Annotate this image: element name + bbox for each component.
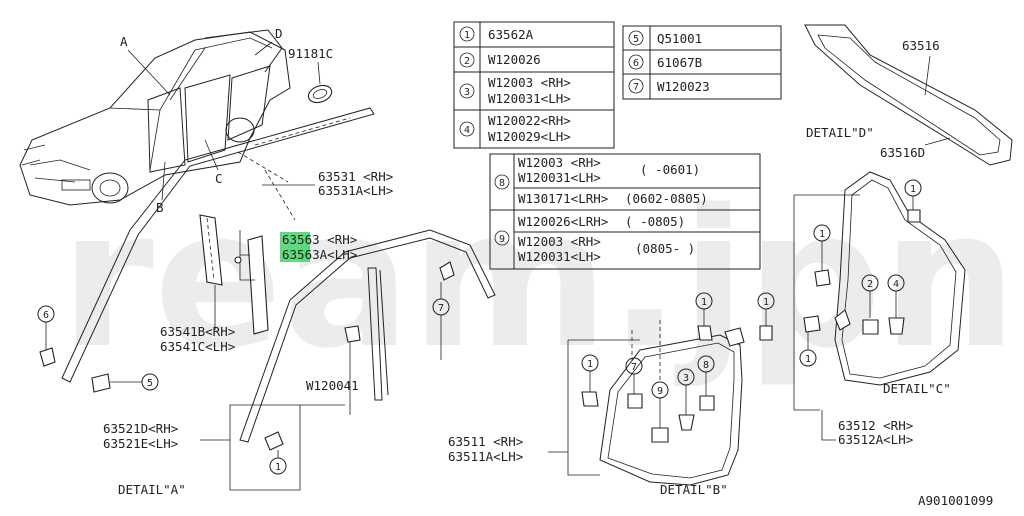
label-63511-rh: 63511 <RH> bbox=[448, 434, 523, 449]
label-63512-rh: 63512 <RH> bbox=[838, 418, 913, 433]
label-detail-a: DETAIL"A" bbox=[118, 482, 186, 497]
detail-d-weatherstrip: 63516 DETAIL"D" 63516D bbox=[804, 24, 1013, 166]
callout-8-b: 8 bbox=[703, 360, 709, 371]
car-label-c: C bbox=[215, 171, 223, 186]
callout-1-b3: 1 bbox=[763, 297, 769, 308]
table3-n8: 8 bbox=[499, 178, 505, 189]
table1-r1-l1: 63562A bbox=[488, 27, 534, 42]
label-63521d-rh: 63521D<RH> bbox=[103, 421, 178, 436]
table1-n3: 3 bbox=[464, 87, 470, 98]
callout-6: 6 bbox=[43, 310, 49, 321]
reference-table-2: 5 6 7 Q51001 61067B W120023 bbox=[622, 25, 782, 100]
callout-7-a: 7 bbox=[438, 303, 444, 314]
table2-r5: Q51001 bbox=[657, 31, 702, 46]
table3-r8-l3: W130171<LRH> bbox=[518, 191, 608, 206]
callout-5: 5 bbox=[147, 378, 153, 389]
pillar-trim-group: 63563 <RH> 63563A<LH> 63541B<RH> 63541C<… bbox=[160, 214, 357, 354]
table3-r9-range2: (0805- ) bbox=[635, 241, 695, 256]
label-w120041: W120041 bbox=[306, 378, 359, 393]
label-63531-rh: 63531 <RH> bbox=[318, 169, 393, 184]
highlight-63563 bbox=[280, 232, 310, 262]
callout-7-b: 7 bbox=[631, 362, 637, 373]
diagram-id: A901001099 bbox=[918, 493, 993, 508]
table3-r8-l2: W120031<LH> bbox=[518, 170, 601, 185]
table1-n1: 1 bbox=[464, 30, 470, 41]
part-91181c: 91181C bbox=[288, 46, 333, 104]
table2-n5: 5 bbox=[633, 34, 639, 45]
table3-r9-l3: W120031<LH> bbox=[518, 249, 601, 264]
table3-n9: 9 bbox=[499, 234, 505, 245]
detail-c-weatherstrip: 1 1 2 4 1 DETAIL"C" 63512 <RH> 63512A<LH… bbox=[793, 171, 966, 447]
table3-r8-range1: ( -0601) bbox=[640, 162, 700, 177]
table3-r9-l2: W12003 <RH> bbox=[518, 234, 601, 249]
label-63516d: 63516D bbox=[880, 145, 925, 160]
callout-1-b1: 1 bbox=[587, 359, 593, 370]
table3-r9-l1: W120026<LRH> bbox=[518, 214, 608, 229]
callout-6-group: 6 bbox=[37, 305, 56, 367]
car-label-b: B bbox=[156, 200, 164, 215]
label-63563-rh: 63563 <RH> bbox=[282, 232, 357, 247]
callout-3-b: 3 bbox=[683, 373, 689, 384]
label-63563a-lh: 63563A<LH> bbox=[282, 247, 357, 262]
label-63531a-lh: 63531A<LH> bbox=[318, 183, 393, 198]
label-detail-b: DETAIL"B" bbox=[660, 482, 728, 497]
callout-2-c: 2 bbox=[867, 279, 873, 290]
table2-r7: W120023 bbox=[657, 79, 710, 94]
reference-table-3: 8 9 W12003 <RH> W120031<LH> ( -0601) W13… bbox=[489, 153, 761, 270]
table3-r8-range2: (0602-0805) bbox=[625, 191, 708, 206]
table2-r6: 61067B bbox=[657, 55, 702, 70]
door-frame-weatherstrip: 7 W120041 63521D<RH> 63521E<LH> 1 DETAIL… bbox=[103, 229, 496, 497]
callout-1-c1: 1 bbox=[819, 229, 825, 240]
label-63521e-lh: 63521E<LH> bbox=[103, 436, 178, 451]
label-63511a-lh: 63511A<LH> bbox=[448, 449, 523, 464]
roof-molding: 63531 <RH> 63531A<LH> bbox=[61, 107, 393, 383]
reference-table-1: 1 2 3 4 63562A W120026 W12003 <RH> W1200… bbox=[453, 21, 615, 149]
callout-4-c: 4 bbox=[893, 279, 899, 290]
label-91181c: 91181C bbox=[288, 46, 333, 61]
detail-b-weatherstrip: 1 7 9 3 8 1 1 63511 <RH> 63511A<LH> DETA… bbox=[448, 292, 775, 497]
table3-r8-l1: W12003 <RH> bbox=[518, 155, 601, 170]
table1-n2: 2 bbox=[464, 56, 470, 67]
label-63512a-lh: 63512A<LH> bbox=[838, 432, 913, 447]
table1-r4-l2: W120029<LH> bbox=[488, 129, 571, 144]
table1-r2-l1: W120026 bbox=[488, 52, 541, 67]
table2-n7: 7 bbox=[633, 82, 639, 93]
label-63541b-rh: 63541B<RH> bbox=[160, 324, 235, 339]
table1-r4-l1: W120022<RH> bbox=[488, 113, 571, 128]
callout-1-c3: 1 bbox=[805, 354, 811, 365]
callout-1-c2: 1 bbox=[910, 184, 916, 195]
label-63516: 63516 bbox=[902, 38, 940, 53]
car-label-d: D bbox=[275, 26, 283, 41]
table3-r9-range1: ( -0805) bbox=[625, 214, 685, 229]
car-illustration: A D B C bbox=[19, 26, 291, 215]
car-label-a: A bbox=[120, 34, 128, 49]
table1-r3-l1: W12003 <RH> bbox=[488, 75, 571, 90]
label-detail-c: DETAIL"C" bbox=[883, 381, 951, 396]
label-detail-d: DETAIL"D" bbox=[806, 125, 874, 140]
callout-5-group: 5 bbox=[91, 373, 159, 393]
table1-r3-l2: W120031<LH> bbox=[488, 91, 571, 106]
callout-1-a: 1 bbox=[275, 462, 281, 473]
callout-1-b2: 1 bbox=[701, 297, 707, 308]
table1-n4: 4 bbox=[464, 125, 470, 136]
callout-9-b: 9 bbox=[657, 386, 663, 397]
table2-n6: 6 bbox=[633, 58, 639, 69]
label-63541c-lh: 63541C<LH> bbox=[160, 339, 235, 354]
